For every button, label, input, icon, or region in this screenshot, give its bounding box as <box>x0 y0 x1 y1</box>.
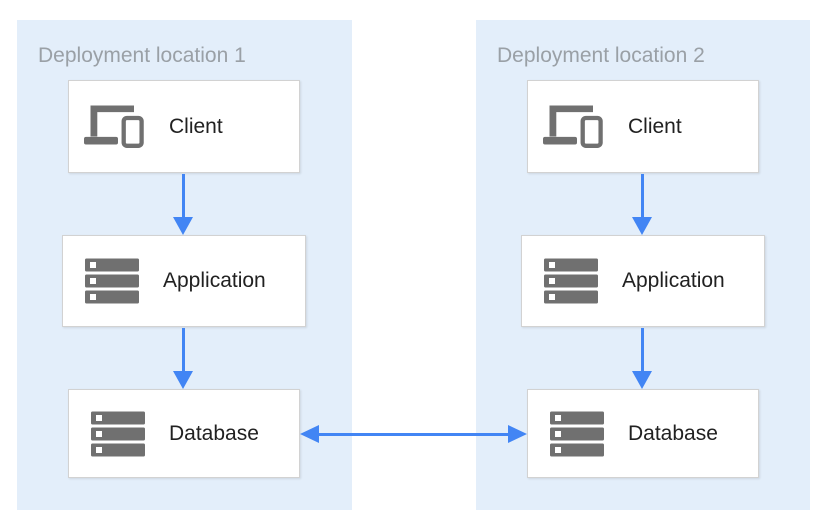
application-node-2: Application <box>521 235 765 327</box>
arrow-client-to-application-2 <box>632 174 653 235</box>
node-label: Application <box>622 269 725 292</box>
arrow-shaft <box>182 328 185 371</box>
node-label: Client <box>169 114 223 138</box>
server-stack-icon <box>550 411 604 456</box>
server-stack-icon <box>91 411 145 456</box>
node-label: Database <box>169 421 259 445</box>
arrow-shaft <box>641 328 644 371</box>
arrow-down-head-icon <box>173 217 193 235</box>
devices-icon <box>543 105 603 148</box>
node-label: Application <box>163 269 266 292</box>
node-label: Database <box>628 421 718 445</box>
panel-title-1: Deployment location 1 <box>38 44 246 67</box>
server-stack-icon <box>85 258 139 304</box>
arrow-shaft <box>182 174 185 217</box>
arrow-right-head-icon <box>508 425 527 443</box>
arrow-shaft <box>641 174 644 217</box>
arrow-application-to-database-1 <box>173 328 194 389</box>
client-node-1: Client <box>68 80 300 173</box>
arrow-down-head-icon <box>632 217 652 235</box>
database-node-1: Database <box>68 389 300 478</box>
application-node-1: Application <box>62 235 306 327</box>
arrow-application-to-database-2 <box>632 328 653 389</box>
arrow-down-head-icon <box>632 371 652 389</box>
arrow-shaft <box>318 432 509 436</box>
node-label: Client <box>628 114 682 138</box>
panel-title-2: Deployment location 2 <box>497 44 705 67</box>
arrow-database-replication-bidirectional <box>300 425 527 443</box>
devices-icon <box>84 105 144 148</box>
database-node-2: Database <box>527 389 759 478</box>
arrow-left-head-icon <box>300 425 319 443</box>
arrow-down-head-icon <box>173 371 193 389</box>
client-node-2: Client <box>527 80 759 173</box>
server-stack-icon <box>544 258 598 304</box>
arrow-client-to-application-1 <box>173 174 194 235</box>
